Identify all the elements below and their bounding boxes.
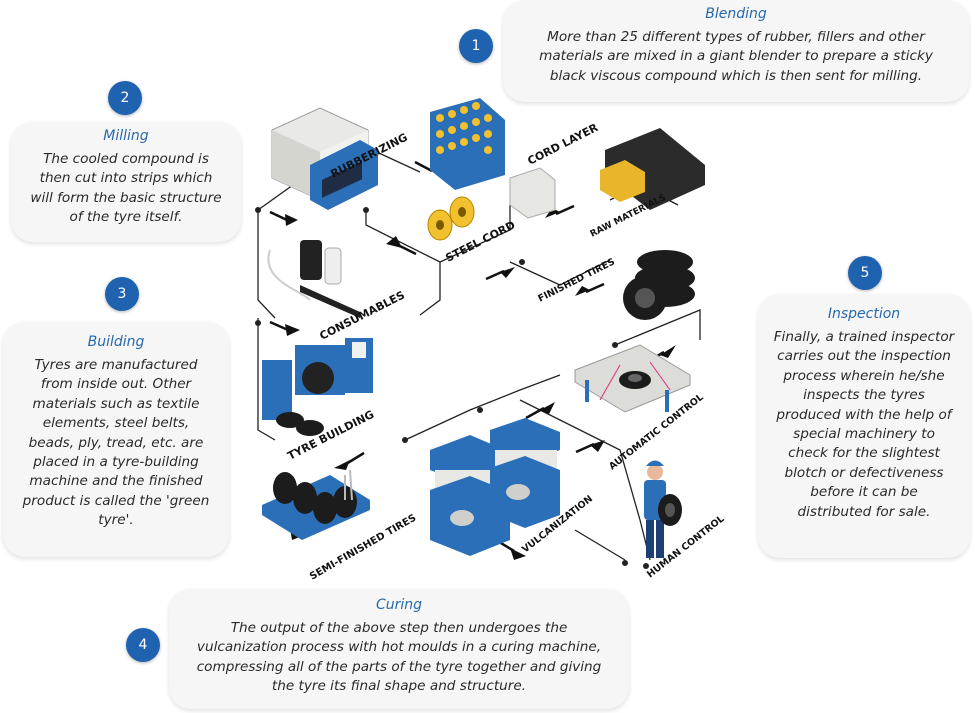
step-1-card: Blending More than 25 different types of… xyxy=(503,0,969,102)
step-4-title: Curing xyxy=(375,597,423,613)
human-inspector xyxy=(644,460,682,558)
cord-layer-machine xyxy=(430,98,556,219)
automatic-control-conveyor xyxy=(574,344,691,413)
step-4-text: The output of the above step then underg… xyxy=(196,620,602,695)
step-1-text: More than 25 different types of rubber, … xyxy=(539,29,933,84)
step-3-text: Tyres are manufactured from inside out. … xyxy=(22,357,210,529)
step-3-card: Building Tyres are manufactured from ins… xyxy=(3,322,229,557)
label-finished-tires: FINISHED TIRES xyxy=(536,256,617,304)
tyre-building-machine xyxy=(262,338,373,436)
step-2-text: The cooled compound is then cut into str… xyxy=(30,151,222,226)
label-raw-materials: RAW MATERIALS xyxy=(589,193,668,240)
step-3-badge: 3 xyxy=(105,277,139,311)
step-5-title: Inspection xyxy=(827,306,901,322)
flow-dots xyxy=(255,207,649,569)
semi-finished-tires-cart xyxy=(262,469,370,540)
step-4-card: Curing The output of the above step then… xyxy=(169,589,629,709)
step-4-badge: 4 xyxy=(126,628,160,662)
step-1-badge: 1 xyxy=(459,29,493,63)
finished-tires-stack xyxy=(623,250,695,320)
label-steel-cord: STEEL CORD xyxy=(443,218,517,264)
step-2-badge: 2 xyxy=(108,81,142,115)
step-2-title: Milling xyxy=(103,128,149,144)
label-consumables: CONSUMABLES xyxy=(317,288,407,342)
step-3-title: Building xyxy=(87,334,145,350)
raw-materials-stack xyxy=(600,128,705,210)
rubberizing-machine xyxy=(271,107,378,210)
step-2-card: Milling The cooled compound is then cut … xyxy=(11,122,241,242)
vulcanization-presses xyxy=(430,418,560,556)
step-5-card: Inspection Finally, a trained inspector … xyxy=(758,294,970,558)
consumables-rolls xyxy=(267,240,360,318)
step-5-badge: 5 xyxy=(848,256,882,290)
step-5-text: Finally, a trained inspector carries out… xyxy=(773,329,955,520)
step-1-title: Blending xyxy=(705,6,767,22)
label-cord-layer: CORD LAYER xyxy=(525,121,600,168)
steel-cord-spools xyxy=(427,196,475,241)
